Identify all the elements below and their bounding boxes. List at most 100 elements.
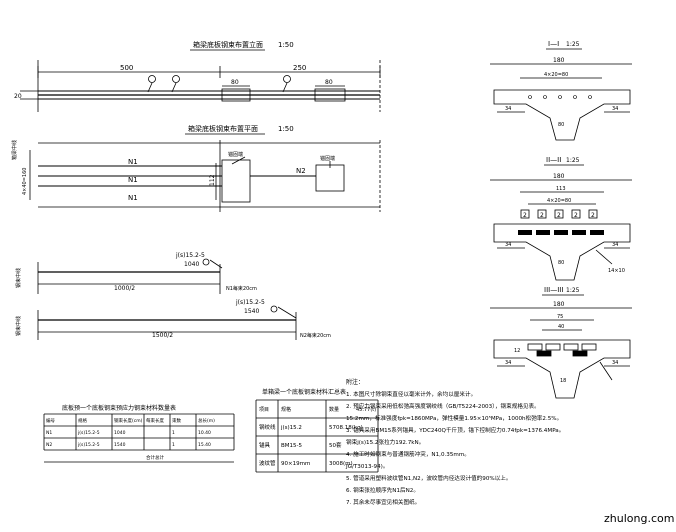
table-left-header: 束数 — [172, 417, 181, 424]
table-mid-cell: 锚具 — [259, 441, 271, 449]
s2-bar-labels — [520, 209, 598, 219]
s2-width: 180 — [553, 173, 565, 180]
s3-right: 34 — [612, 360, 618, 366]
leader — [599, 361, 613, 381]
n1-callout — [202, 258, 210, 266]
leader — [595, 249, 613, 265]
n1-length: 1040 — [184, 261, 199, 268]
s2-right: 34 — [612, 242, 618, 248]
label-n1-b: N1 — [128, 176, 138, 184]
s2-shape — [493, 223, 631, 281]
section1-title: I—I — [548, 40, 559, 48]
n1-spec: j(s)15.2-5 — [175, 252, 205, 259]
s3-center: 18 — [560, 378, 566, 384]
leader — [231, 156, 246, 165]
table-mid-cell: j(s)15.2 — [280, 425, 302, 431]
dim-500: 500 — [120, 64, 133, 72]
s1-right: 34 — [612, 106, 618, 112]
n2-length: 1540 — [244, 308, 259, 315]
table-left-cell: 1040 — [114, 430, 126, 436]
s1-left: 34 — [505, 106, 511, 112]
table-mid-cell: BM15-5 — [281, 443, 303, 449]
table-mid-cell: 5708.18(kg) — [329, 425, 363, 431]
s2-bar-4: 2 — [574, 212, 578, 219]
s2-bar-3: 2 — [557, 212, 561, 219]
s2-bar-5: 2 — [591, 212, 595, 219]
anchor-block-b — [314, 88, 346, 102]
note-line: 3. 锚具采用BM15系列锚具，YDC240Q千斤顶，锚下控制应力0.74fpk… — [346, 426, 564, 434]
callout-circle-2 — [172, 75, 180, 83]
table-mid-cell: 波纹管 — [259, 459, 276, 467]
s2-spacing: 4×20=80 — [547, 198, 571, 204]
s2-callout: 14×10 — [608, 268, 625, 274]
table-mid-title: 单箱梁一个底板钢束材料汇总表 — [262, 388, 346, 396]
s1-ducts — [528, 95, 592, 99]
section3-scale: 1:25 — [566, 287, 580, 294]
dim-80b: 80 — [325, 79, 333, 86]
note-line: 5. 管道采用塑料波纹管N1,N2，波纹管内径达设计值的90%以上。 — [346, 474, 511, 482]
anchor-block-a — [221, 88, 251, 102]
table-left-cell: 1 — [172, 430, 175, 436]
s2-center: 80 — [558, 260, 564, 266]
label-n2: N2 — [296, 167, 306, 175]
s2-anchor-plates — [518, 230, 604, 235]
n2-spec: j(s)15.2-5 — [235, 299, 265, 306]
table-left-title: 底板预一个底板钢束预应力钢束材料数量表 — [62, 404, 176, 412]
elevation-scale: 1:50 — [278, 41, 294, 49]
table-left-header: 钢束长度(cm) — [114, 417, 143, 424]
table-left-cell: j(s)15.2-5 — [77, 442, 100, 448]
s3-inner: 75 — [557, 314, 563, 320]
n1-note: N1每束20cm — [226, 285, 257, 292]
watermark: zhulong.com — [604, 512, 674, 525]
s2-inner: 113 — [556, 186, 566, 192]
table-mid-cell: 钢绞线 — [259, 423, 276, 431]
table-mid-header: 项目 — [259, 407, 269, 413]
s2-left: 34 — [505, 242, 511, 248]
plan-side-label: 箱梁中线 — [11, 140, 18, 160]
note-line: 4. 施工时如钢束与普通钢筋冲突，N1,0.35mm。 — [346, 450, 470, 458]
section1-scale: 1:25 — [566, 41, 580, 48]
table-mid-cell: 3008(m) — [329, 461, 353, 467]
s3-left: 34 — [505, 360, 511, 366]
plan-title: 箱梁底板钢束布置平面 — [188, 124, 258, 133]
plan-anchor-label-b: 锚固端 — [320, 155, 335, 162]
note-line: 1. 本图尺寸除钢束直径以毫米计外，余均以厘米计。 — [346, 390, 476, 398]
table-left-cell: j(s)15.2-5 — [77, 430, 100, 436]
table-left-header: 总长(m) — [198, 417, 215, 424]
table-left-header: 规格 — [78, 417, 87, 424]
callout-circle-1 — [148, 75, 156, 83]
plan-scale: 1:50 — [278, 125, 294, 133]
plan-anchor-label-a: 锚固端 — [228, 151, 243, 158]
note-line: 6. 钢束张拉顺序先N1后N2。 — [346, 486, 419, 494]
s3-anchor-plates — [527, 343, 597, 357]
table-mid-header: 数量 — [329, 406, 339, 413]
table-left-cell: 10.40 — [198, 430, 211, 436]
plan-anchor-b — [315, 164, 345, 192]
label-n1-a: N1 — [128, 158, 138, 166]
section2-scale: 1:25 — [566, 157, 580, 164]
s1-center: 80 — [558, 122, 564, 128]
dim-112: 112 — [209, 174, 216, 186]
table-left-cell: N2 — [46, 442, 52, 448]
note-line: 7. 其余未尽事宜见相关图纸。 — [346, 498, 420, 506]
s3-shape — [493, 339, 631, 399]
note-line: 钢束j(s)15.2张拉力192.7kN。 — [346, 438, 424, 446]
section3-title: III—III — [544, 286, 563, 294]
table-left-cell: 15.40 — [198, 442, 211, 448]
s3-spacing: 40 — [558, 324, 564, 330]
s1-inner: 4×20=80 — [544, 72, 568, 78]
leader — [277, 306, 297, 319]
table-left-cell: N1 — [46, 430, 52, 436]
table-left-total: 合计总计 — [146, 454, 164, 461]
dim-250: 250 — [293, 64, 306, 72]
table-left-cell: 1 — [172, 442, 175, 448]
dim-20: 20 — [14, 93, 22, 100]
n2-callout — [270, 305, 278, 313]
table-left-header: 编号 — [46, 417, 55, 424]
callout-circle-3 — [283, 75, 291, 83]
dim-80a: 80 — [231, 79, 239, 86]
s3-width: 180 — [553, 301, 565, 308]
